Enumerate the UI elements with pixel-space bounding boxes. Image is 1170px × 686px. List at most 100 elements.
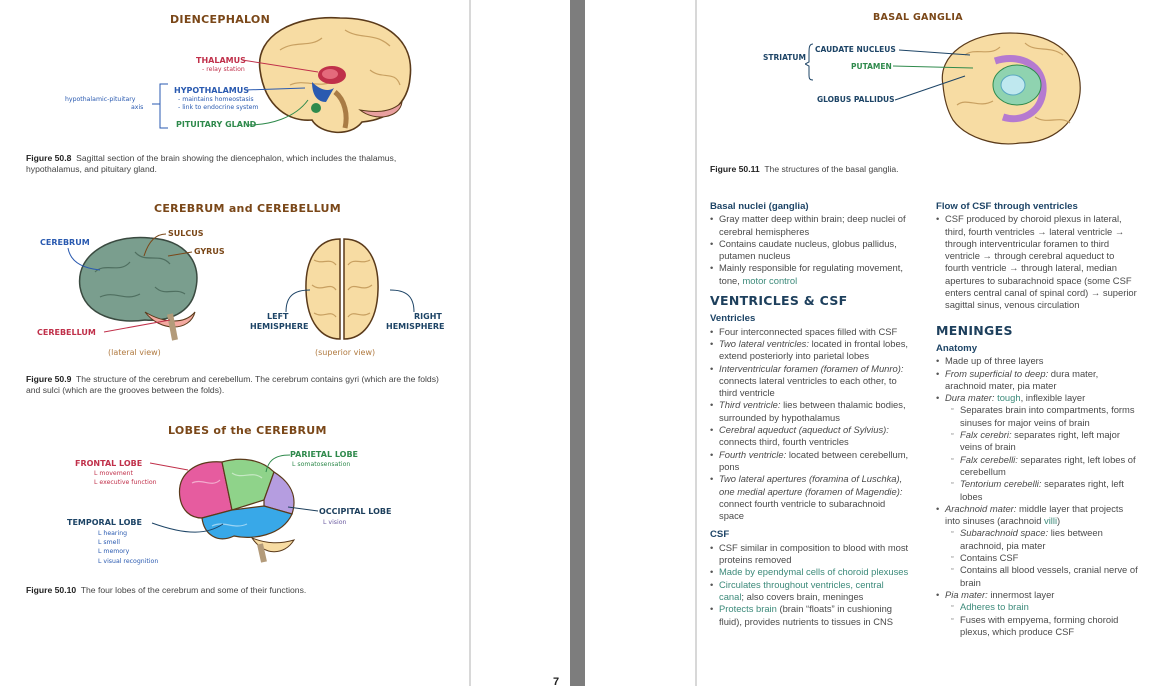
list-item: Subarachnoid space: lies between arachno…	[945, 527, 1138, 552]
dura-sublist: Separates brain into compartments, forms…	[945, 404, 1138, 502]
frontal-lobe-label: FRONTAL LOBE	[75, 459, 143, 468]
fig11-caption: Figure 50.11 The structures of the basal…	[710, 164, 1110, 175]
fig10-title: LOBES of the CEREBRUM	[168, 424, 327, 437]
fig9-caption: Figure 50.9 The structure of the cerebru…	[26, 374, 451, 396]
list-item: Tentorium cerebelli: separates right, le…	[945, 478, 1138, 503]
lobes-illustration	[178, 458, 296, 563]
list-item: CSF similar in composition to blood with…	[710, 542, 910, 567]
basal-nuclei-list: Gray matter deep within brain; deep nucl…	[710, 213, 910, 287]
page-number: 7	[553, 676, 560, 686]
fig11-caption-num: Figure 50.11	[710, 164, 760, 174]
parietal-sub: L somatosensation	[292, 461, 351, 468]
lateral-brain-illustration	[78, 236, 198, 341]
right-column-2: Flow of CSF through ventricles CSF produ…	[936, 201, 1138, 638]
superior-brain-illustration	[305, 238, 379, 340]
basal-nuclei-heading: Basal nuclei (ganglia)	[710, 201, 809, 212]
sulcus-label: SULCUS	[168, 229, 204, 238]
list-item: Circulates throughout ventricles, centra…	[710, 579, 910, 604]
right-page-rule	[695, 0, 697, 686]
hemisphere-leader-lines	[285, 289, 415, 313]
list-item: CSF produced by choroid plexus in latera…	[936, 213, 1138, 311]
fig11-caption-text: The structures of the basal ganglia.	[764, 164, 899, 174]
temporal-sub-3: L memory	[98, 548, 130, 555]
fig8-caption-num: Figure 50.8	[26, 153, 72, 163]
axis-bracket	[152, 83, 168, 129]
ventricles-csf-title: VENTRICLES & CSF	[710, 293, 848, 309]
list-item: Made by ependymal cells of choroid plexu…	[710, 566, 910, 579]
list-item: Falx cerebri: separates right, left majo…	[945, 429, 1138, 454]
fig9-caption-text: The structure of the cerebrum and cerebe…	[26, 374, 439, 395]
occipital-sub: L vision	[323, 519, 347, 526]
basal-ganglia-illustration	[941, 32, 1081, 145]
gyrus-label: GYRUS	[194, 247, 225, 256]
list-item: Cerebral aqueduct (aqueduct of Sylvius):…	[710, 424, 910, 449]
diencephalon-illustration	[258, 16, 412, 134]
list-item: Falx cerebelli: separates right, left lo…	[945, 454, 1138, 479]
superior-view-label: (superior view)	[315, 348, 376, 357]
anatomy-heading: Anatomy	[936, 342, 978, 354]
cerebrum-label: CEREBRUM	[40, 238, 90, 247]
list-item: Contains CSF	[945, 552, 1138, 565]
list-item: Made up of three layers	[936, 355, 1138, 368]
list-item: Mainly responsible for regulating moveme…	[710, 262, 910, 287]
right-hemisphere-label-1: RIGHT	[414, 312, 442, 321]
fig9-leader-lines	[67, 233, 193, 333]
list-item: Pia mater: innermost layer Adheres to br…	[936, 589, 1138, 638]
list-item: Fourth ventricle: located between cerebe…	[710, 449, 910, 474]
fig10-caption-num: Figure 50.10	[26, 585, 77, 595]
pia-sublist: Adheres to brain Fuses with empyema, for…	[945, 601, 1138, 638]
fig9-title: CEREBRUM and CEREBELLUM	[154, 202, 341, 215]
list-item: Contains caudate nucleus, globus pallidu…	[710, 238, 910, 263]
frontal-sub-2: L executive function	[94, 479, 157, 486]
fig10-leader-lines	[149, 454, 319, 533]
occipital-lobe-label: OCCIPITAL LOBE	[319, 507, 392, 516]
lateral-view-label: (lateral view)	[108, 348, 161, 357]
fig9-caption-num: Figure 50.9	[26, 374, 72, 384]
caudate-label: CAUDATE NUCLEUS	[815, 45, 896, 54]
fig8-title: DIENCEPHALON	[170, 13, 271, 26]
meninges-title: MENINGES	[936, 322, 1013, 338]
list-item: Two lateral ventricles: located in front…	[710, 338, 910, 363]
striatum-label: STRIATUM	[763, 53, 806, 62]
fig8-caption-text: Sagittal section of the brain showing th…	[26, 153, 397, 174]
temporal-sub-1: L hearing	[98, 530, 128, 537]
meninges-list: Made up of three layers From superficial…	[936, 355, 1138, 638]
left-hemisphere-label-2: HEMISPHERE	[250, 322, 309, 331]
list-item: Third ventricle: lies between thalamic b…	[710, 399, 910, 424]
hypothalamus-label: HYPOTHALAMUS	[174, 86, 250, 95]
fig11-title: BASAL GANGLIA	[873, 12, 963, 23]
temporal-sub-4: L visual recognition	[98, 558, 159, 565]
arachnoid-sublist: Subarachnoid space: lies between arachno…	[945, 527, 1138, 588]
list-item: Interventricular foramen (foramen of Mun…	[710, 363, 910, 400]
csf-list: CSF similar in composition to blood with…	[710, 542, 910, 628]
temporal-lobe-label: TEMPORAL LOBE	[67, 518, 142, 527]
list-item: Dura mater: tough, inflexible layer Sepa…	[936, 392, 1138, 503]
left-page: DIENCEPHALON THALAMUS - relay station HY…	[0, 0, 570, 686]
list-item: Fuses with empyema, forming choroid plex…	[945, 614, 1138, 639]
list-item: Arachnoid mater: middle layer that proje…	[936, 503, 1138, 589]
hypothalamus-sub2: - link to endocrine system	[178, 104, 259, 111]
hypothalamus-sub1: - maintains homeostasis	[178, 96, 254, 103]
csf-flow-heading: Flow of CSF through ventricles	[936, 201, 1078, 212]
ventricles-heading: Ventricles	[710, 313, 756, 325]
cerebellum-label: CEREBELLUM	[37, 328, 96, 337]
fig8-leader-lines	[241, 59, 319, 126]
putamen-label: PUTAMEN	[851, 62, 892, 71]
left-page-rule	[469, 0, 471, 686]
frontal-sub-1: L movement	[94, 470, 133, 477]
pituitary-label: PITUITARY GLAND	[176, 120, 257, 129]
list-item: Two lateral apertures (foramina of Lusch…	[710, 473, 910, 522]
globus-pallidus-label: GLOBUS PALLIDUS	[817, 95, 895, 104]
ventricles-list: Four interconnected spaces filled with C…	[710, 326, 910, 523]
list-item: Four interconnected spaces filled with C…	[710, 326, 910, 339]
axis-label-1: hypothalamic-pituitary	[65, 96, 136, 103]
right-hemisphere-label-2: HEMISPHERE	[386, 322, 445, 331]
fig11-leader-lines	[805, 43, 974, 101]
csf-heading: CSF	[710, 529, 730, 541]
list-item: Protects brain (brain “floats” in cushio…	[710, 603, 910, 628]
list-item: Contains all blood vessels, cranial nerv…	[945, 564, 1138, 589]
left-hemisphere-label-1: LEFT	[267, 312, 289, 321]
right-page: BASAL GANGLIA STRIATUM CAUDATE NUCLEUS P…	[585, 0, 1170, 686]
list-item: Adheres to brain	[945, 601, 1138, 614]
fig10-caption-text: The four lobes of the cerebrum and some …	[80, 585, 307, 595]
